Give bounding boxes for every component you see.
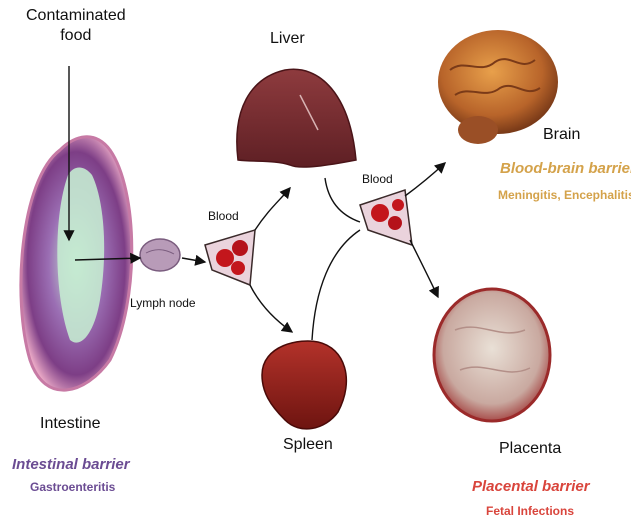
contaminated-food-label: Contaminated food [26, 6, 126, 46]
brain-image [438, 30, 558, 144]
blood-brain-barrier-label: Blood-brain barrier [500, 160, 631, 177]
blood-vessel-2 [360, 190, 412, 245]
intestinal-barrier-label: Intestinal barrier [12, 456, 130, 473]
arrow-blood-to-liver [255, 188, 290, 230]
placenta-label: Placenta [499, 440, 561, 458]
liver-image [237, 69, 356, 167]
connector-liver-to-blood [325, 178, 360, 222]
lymph-node-label: Lymph node [130, 296, 196, 310]
arrow-blood-to-brain [405, 163, 445, 196]
placenta-image [434, 289, 550, 421]
spleen-label: Spleen [283, 436, 333, 454]
blood-vessel-1 [205, 230, 255, 285]
blood-label-1: Blood [208, 209, 239, 223]
gastroenteritis-label: Gastroenteritis [30, 480, 115, 494]
arrow-blood-to-spleen [250, 285, 292, 332]
fetal-infections-label: Fetal Infections [486, 504, 574, 518]
blood-label-2: Blood [362, 172, 393, 186]
placental-barrier-label: Placental barrier [472, 478, 590, 495]
intestine-image [21, 137, 132, 390]
brain-label: Brain [543, 126, 580, 144]
connector-spleen-to-blood [312, 230, 360, 340]
intestine-label: Intestine [40, 415, 100, 433]
arrow-blood-to-placenta [410, 240, 438, 297]
liver-label: Liver [270, 30, 305, 48]
arrow-lymph-to-blood [182, 258, 205, 262]
spleen-image [262, 341, 346, 429]
meningitis-label: Meningitis, Encephalitis [498, 188, 631, 202]
lymph-node-image [140, 239, 180, 271]
